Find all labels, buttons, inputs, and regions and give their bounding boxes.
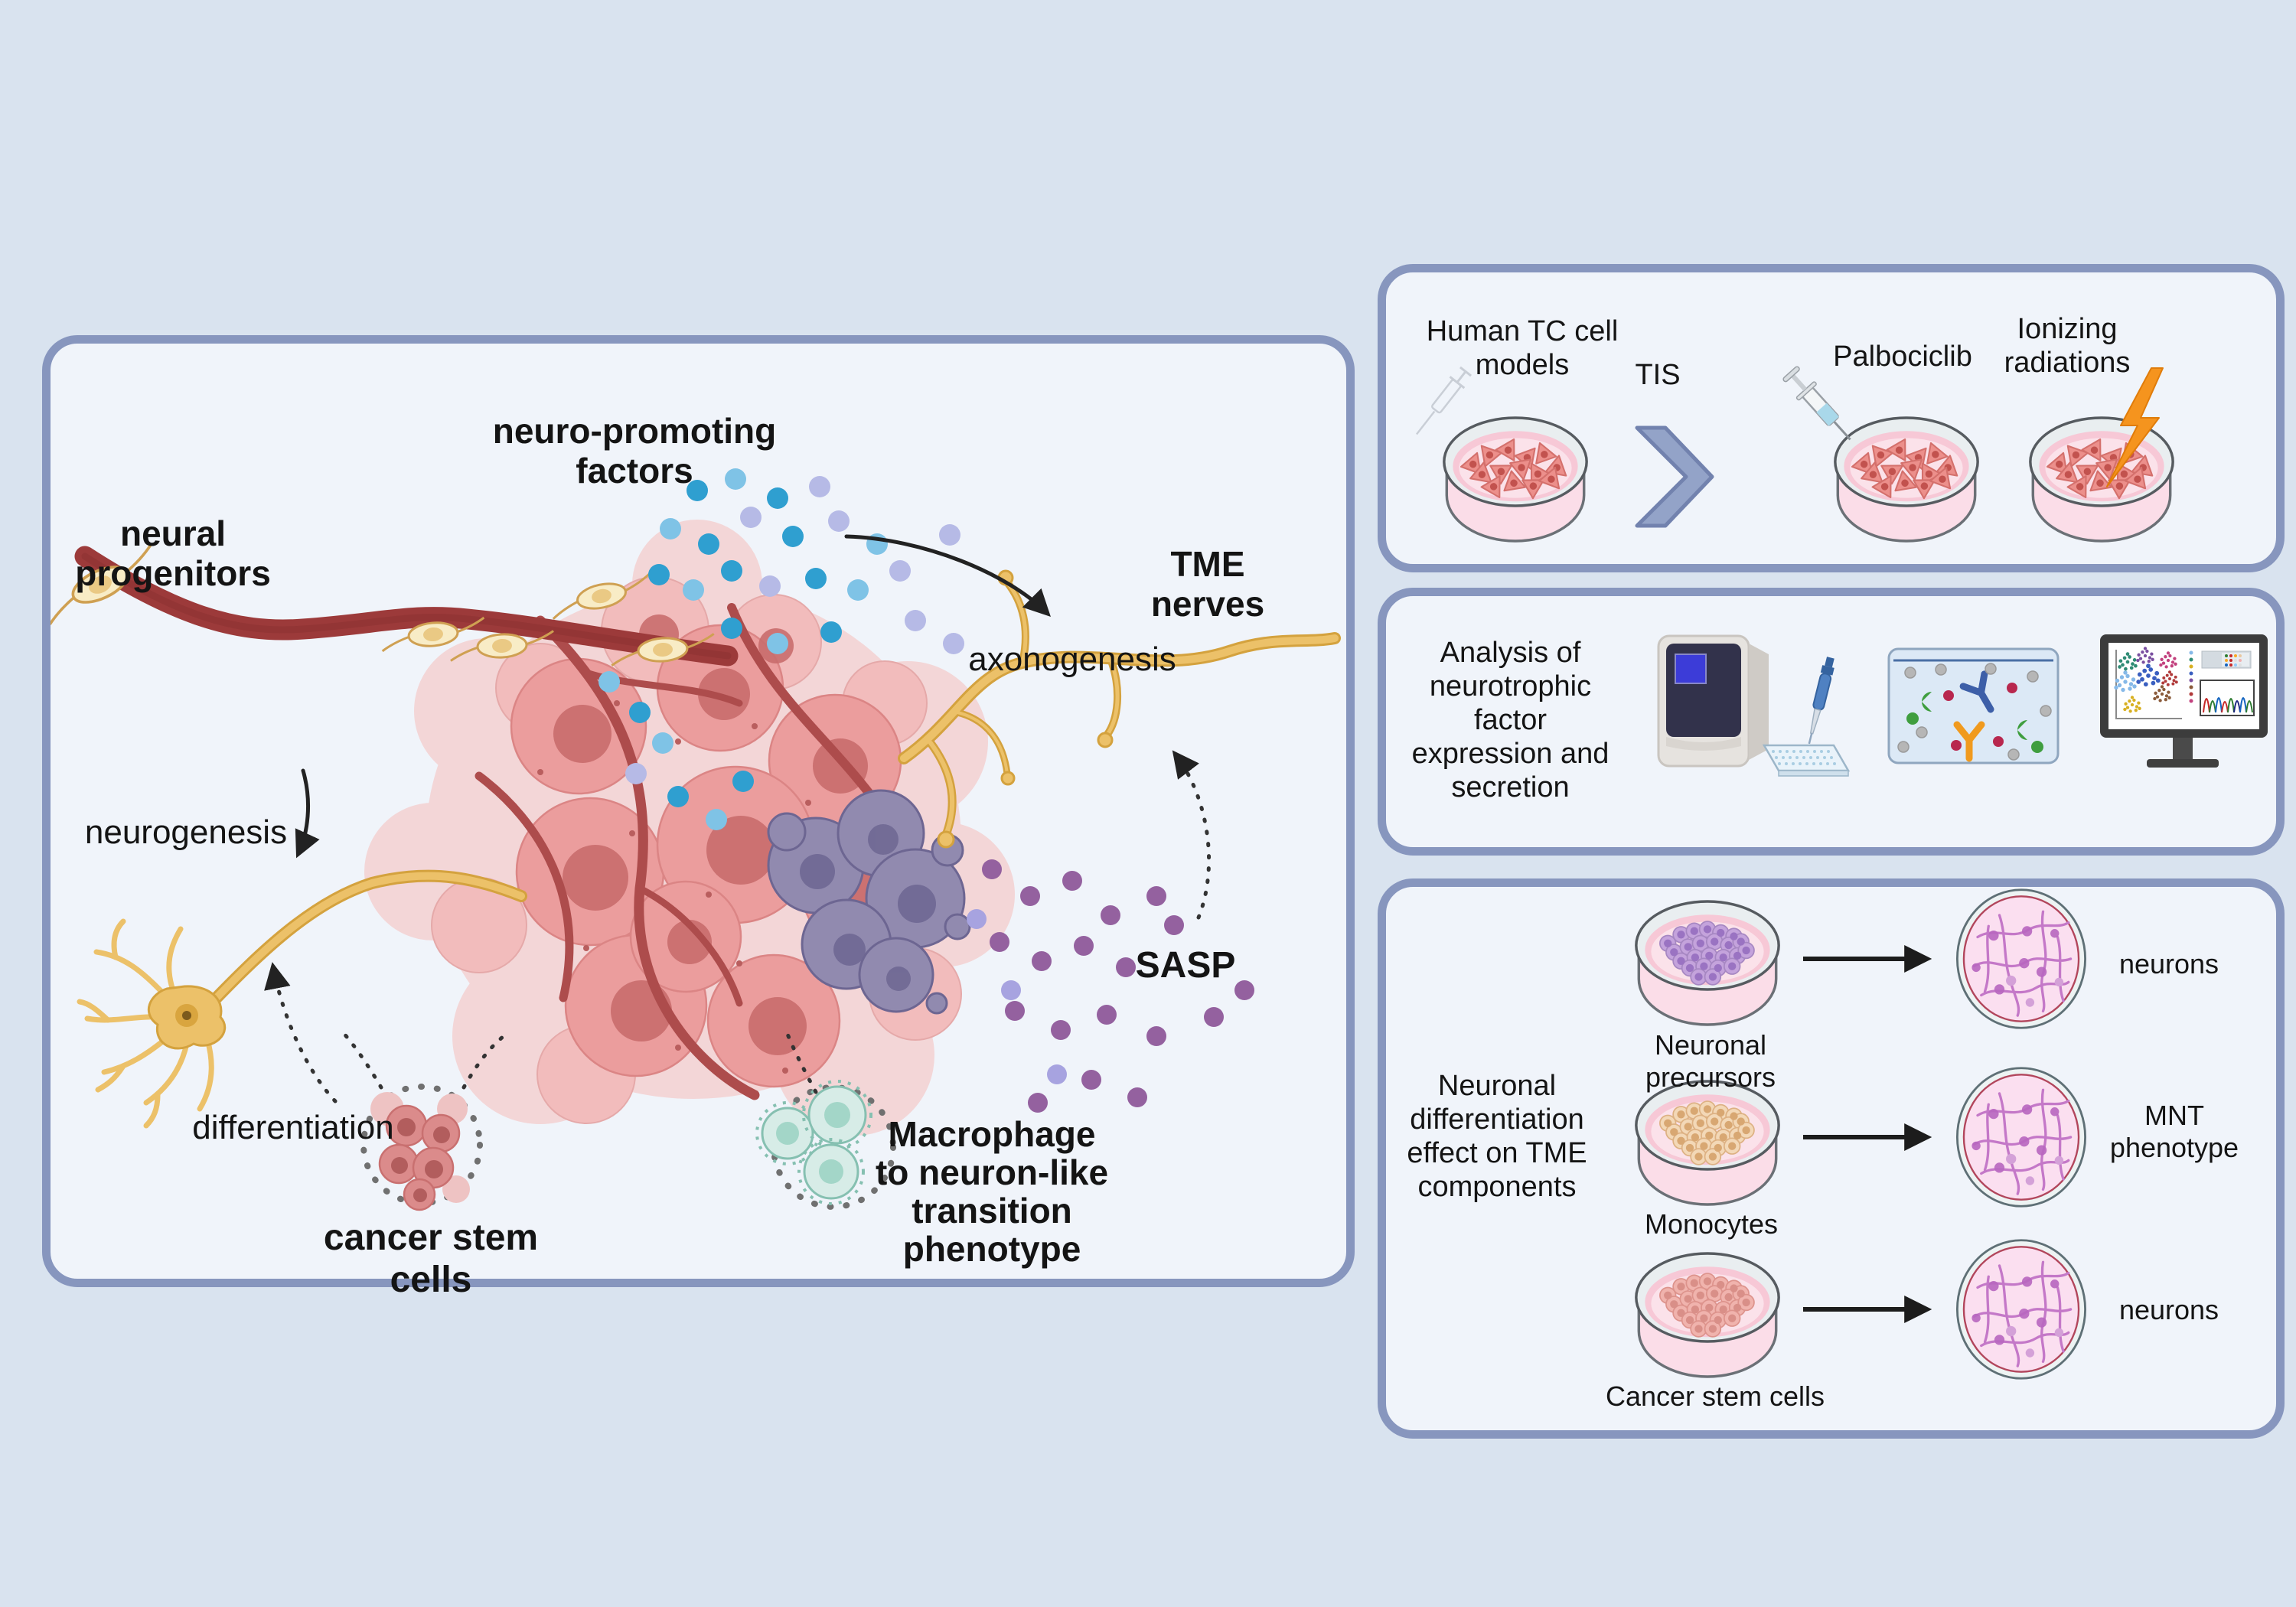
tis-illustration	[1415, 366, 2174, 543]
flat-dish-neurons-icon	[1955, 888, 2087, 1029]
faint-syringe-icon	[1415, 366, 1473, 435]
blood-vessel	[74, 546, 739, 667]
senescent-cells-cluster	[767, 789, 971, 1015]
golden-neuron	[77, 869, 527, 1129]
tme-nerve	[898, 569, 1341, 849]
label-cancer-stem-cells-dish: Cancer stem cells	[1605, 1380, 1825, 1412]
macrophage-circle	[755, 1080, 896, 1210]
macrophages	[755, 1080, 872, 1205]
label-cancer-stem-cells: cancer stem cells	[323, 1217, 539, 1300]
well-plate-icon	[1762, 744, 1851, 777]
lightning-bolt-icon	[2106, 367, 2164, 487]
dashed-arrows	[264, 750, 1211, 1103]
label-axonogenesis: axonogenesis	[968, 641, 1176, 678]
tme-illustration	[51, 468, 1341, 1211]
sasp-dots	[967, 859, 1254, 1113]
cancer-stem-cells-circle	[360, 1084, 483, 1211]
label-monocytes: Monocytes	[1644, 1208, 1779, 1240]
label-neuronal-precursors: Neuronal precursors	[1645, 1029, 1776, 1093]
label-differentiation: differentiation	[192, 1109, 394, 1146]
flat-dish-neurons-icon	[1955, 1239, 2087, 1380]
flat-dish-neurons-icon	[1955, 1067, 2087, 1208]
solid-arrows	[295, 534, 1051, 859]
label-neurons-row3: neurons	[2118, 1294, 2219, 1325]
label-tis: TIS	[1635, 359, 1681, 391]
qpcr-machine-icon	[1657, 634, 1769, 768]
analysis-monitor-icon	[2100, 634, 2268, 768]
neuro-promoting-factor-dots	[598, 468, 964, 830]
elisa-assay-icon	[1887, 647, 2060, 764]
neural-progenitor-cells	[51, 544, 715, 667]
label-palbociclib: Palbociclib	[1833, 341, 1972, 373]
differentiation-illustration	[1635, 888, 2087, 1380]
label-neurogenesis: neurogenesis	[84, 813, 288, 851]
syringe-icon	[1782, 366, 1851, 441]
label-sasp: SASP	[1135, 945, 1236, 986]
analysis-illustration	[1657, 634, 2268, 777]
chevron-arrow-icon	[1635, 425, 1714, 528]
label-neurons-row1: neurons	[2118, 948, 2219, 980]
pipette-icon	[1808, 657, 1835, 745]
